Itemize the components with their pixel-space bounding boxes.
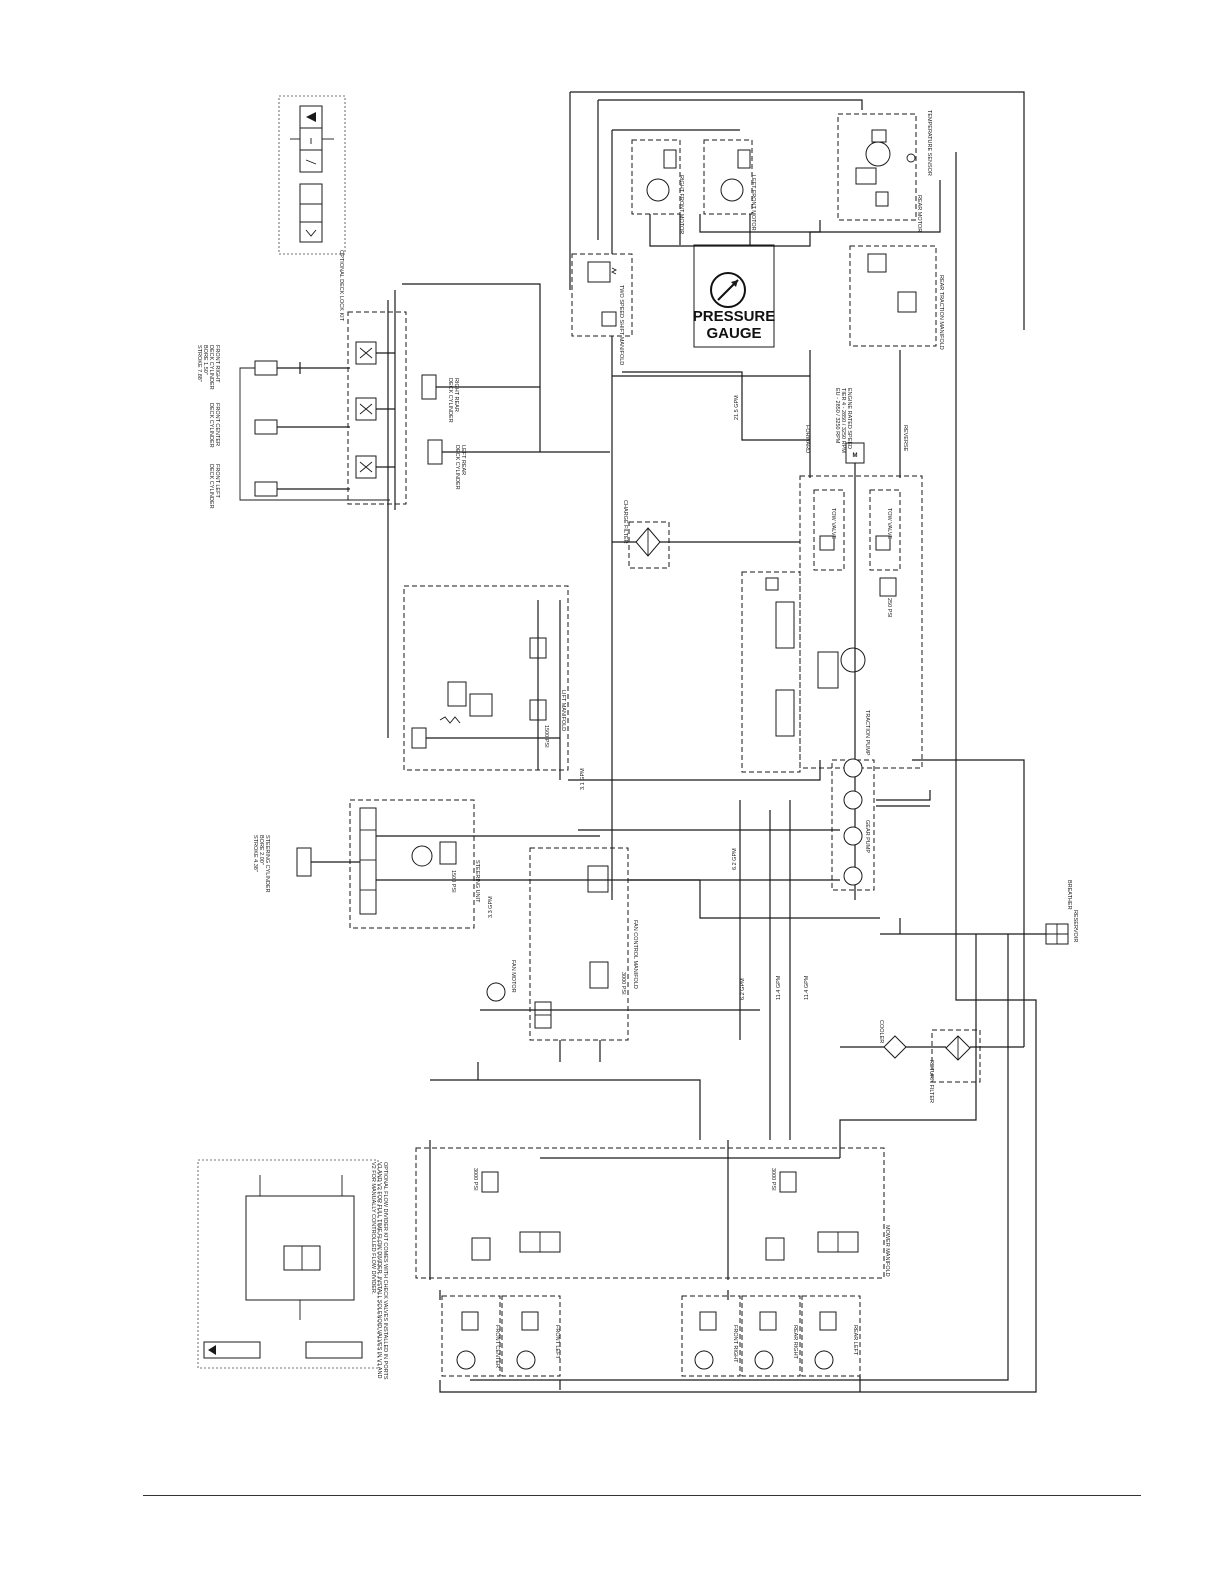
svg-text:1500 PSI: 1500 PSI bbox=[450, 870, 456, 893]
reel-motors: FRONT CENTER FRONT LEFT FRONT RIGHT REAR… bbox=[441, 1295, 861, 1377]
svg-text:FRONT LEFT: FRONT LEFT bbox=[214, 464, 220, 498]
svg-text:REAR MOTOR: REAR MOTOR bbox=[916, 195, 922, 232]
svg-text:1500 PSI: 1500 PSI bbox=[543, 725, 549, 748]
svg-text:OPTIONAL FLOW DIVIDER KIT COME: OPTIONAL FLOW DIVIDER KIT COMES WITH CHE… bbox=[382, 1162, 388, 1380]
svg-text:M: M bbox=[853, 453, 858, 459]
svg-text:MOWER MANIFOLD: MOWER MANIFOLD bbox=[884, 1225, 890, 1277]
svg-text:TRACTION PUMP: TRACTION PUMP bbox=[864, 710, 870, 756]
svg-text:21.5 GPM: 21.5 GPM bbox=[734, 395, 740, 420]
rear-traction-manifold: REAR TRACTION MANIFOLD bbox=[849, 245, 944, 350]
flow-labels: 3.1 GPM 6.2 GPM 3.3 GPM 6.2 GPM 11.4 GPM… bbox=[488, 395, 810, 1000]
svg-text:3000 PSI: 3000 PSI bbox=[770, 1168, 776, 1191]
svg-text:V2 FOR MANUALLY CONTROLLED FLO: V2 FOR MANUALLY CONTROLLED FLOW DIVIDER. bbox=[370, 1162, 376, 1295]
svg-text:ENGINE RATED SPEED: ENGINE RATED SPEED bbox=[846, 388, 852, 449]
svg-text:FRONT RIGHT: FRONT RIGHT bbox=[732, 1325, 738, 1363]
steering-unit: STEERING CYLINDER BORE 2.00" STROKE 4.38… bbox=[252, 799, 600, 929]
lift-manifold: LIFT MANIFOLD 1500 PSI bbox=[403, 585, 569, 780]
svg-text:DECK CYLINDER: DECK CYLINDER bbox=[208, 403, 214, 448]
svg-text:GEAR PUMP: GEAR PUMP bbox=[864, 820, 870, 853]
charge-filter: CHARGE FILTER bbox=[612, 500, 800, 569]
front-deck-cylinders: FRONT RIGHT DECK CYLINDER BORE 1.50" STR… bbox=[196, 345, 390, 509]
optional-flow-divider-kit: OPTIONAL FLOW DIVIDER KIT COMES WITH CHE… bbox=[197, 1159, 388, 1380]
plumbing bbox=[402, 91, 1037, 1393]
svg-text:11.4 GPM: 11.4 GPM bbox=[804, 975, 810, 1000]
svg-text:COOLER: COOLER bbox=[878, 1020, 884, 1043]
svg-text:11.4 GPM: 11.4 GPM bbox=[776, 975, 782, 1000]
pressure-gauge: PRESSURE GAUGE bbox=[693, 244, 776, 348]
svg-text:LEFT REAR: LEFT REAR bbox=[460, 445, 466, 475]
svg-text:RIGHT REAR: RIGHT REAR bbox=[453, 378, 459, 412]
svg-text:BREATHER: BREATHER bbox=[1066, 880, 1072, 910]
pressure-gauge-line1: PRESSURE bbox=[693, 308, 776, 325]
fan-manifold-label: FAN CONTROL MANIFOLD bbox=[632, 920, 638, 989]
svg-text:6.2 GPM: 6.2 GPM bbox=[740, 978, 746, 1000]
steering-cylinder bbox=[296, 847, 312, 877]
svg-text:BORE 2.00": BORE 2.00" bbox=[258, 835, 264, 865]
svg-text:DECK CYLINDER: DECK CYLINDER bbox=[447, 378, 453, 423]
svg-text:RIGHT FRONT MOTOR: RIGHT FRONT MOTOR bbox=[678, 175, 684, 234]
svg-text:TOW VALVE: TOW VALVE bbox=[830, 508, 836, 540]
svg-text:6.2 GPM: 6.2 GPM bbox=[732, 848, 738, 870]
svg-text:REAR LEFT: REAR LEFT bbox=[852, 1325, 858, 1356]
svg-text:DECK CYLINDER: DECK CYLINDER bbox=[454, 445, 460, 490]
svg-text:TEMPERATURE SENSOR: TEMPERATURE SENSOR bbox=[926, 110, 932, 176]
svg-text:FRONT LEFT: FRONT LEFT bbox=[554, 1325, 560, 1359]
svg-text:DECK CYLINDER: DECK CYLINDER bbox=[208, 464, 214, 509]
rear-motor: REAR MOTOR TEMPERATURE SENSOR bbox=[837, 110, 932, 232]
deck-lock-label: OPTIONAL DECK LOCK KIT bbox=[338, 250, 344, 322]
front-right-cylinder bbox=[254, 360, 278, 376]
steering-unit-label: STEERING UNIT bbox=[474, 860, 480, 903]
lift-manifold-label: LIFT MANIFOLD bbox=[560, 690, 566, 731]
svg-text:REAR RIGHT: REAR RIGHT bbox=[792, 1325, 798, 1360]
svg-text:3.3 GPM: 3.3 GPM bbox=[488, 896, 494, 918]
svg-text:BORE 1.50": BORE 1.50" bbox=[202, 345, 208, 375]
front-motors: RIGHT FRONT MOTOR LEFT FRONT MOTOR bbox=[631, 139, 756, 234]
gear-pump: GEAR PUMP bbox=[831, 758, 875, 891]
optional-deck-lock-kit: OPTIONAL DECK LOCK KIT bbox=[278, 95, 346, 322]
svg-text:DECK CYLINDER: DECK CYLINDER bbox=[208, 345, 214, 390]
svg-text:RESERVOIR: RESERVOIR bbox=[1072, 910, 1078, 942]
svg-text:V1 AND V2 FOR FULL TIME FLOW D: V1 AND V2 FOR FULL TIME FLOW DIVIDER. IN… bbox=[376, 1162, 382, 1379]
svg-text:EU - 2850 / 3250 RPM: EU - 2850 / 3250 RPM bbox=[834, 388, 840, 444]
mower-manifold: MOWER MANIFOLD 3000 PSI 3000 PSI bbox=[415, 1140, 890, 1280]
svg-text:CHARGE FILTER: CHARGE FILTER bbox=[622, 500, 628, 544]
svg-text:FAN MOTOR: FAN MOTOR bbox=[510, 960, 516, 993]
svg-text:FRONT CENTER: FRONT CENTER bbox=[214, 403, 220, 446]
svg-text:TWO SPEED SHIFT MANIFOLD: TWO SPEED SHIFT MANIFOLD bbox=[618, 285, 624, 365]
fan-motor bbox=[486, 982, 506, 1002]
svg-text:RETURN FILTER: RETURN FILTER bbox=[928, 1060, 934, 1103]
cooler-and-return-filter: COOLER RETURN FILTER bbox=[840, 1020, 1024, 1103]
svg-text:3000 PSI: 3000 PSI bbox=[620, 972, 626, 995]
svg-text:LEFT FRONT MOTOR: LEFT FRONT MOTOR bbox=[750, 175, 756, 231]
rear-deck-cylinders: RIGHT REAR DECK CYLINDER LEFT REAR DECK … bbox=[421, 374, 610, 490]
fan-control-manifold: FAN CONTROL MANIFOLD FAN MOTOR 3000 PSI bbox=[478, 847, 700, 1062]
pressure-gauge-line2: GAUGE bbox=[706, 325, 761, 342]
two-speed-manifold: TWO SPEED SHIFT MANIFOLD bbox=[571, 253, 633, 365]
svg-text:REVERSE: REVERSE bbox=[902, 425, 908, 452]
front-left-cylinder bbox=[254, 481, 278, 497]
front-center-cylinder bbox=[254, 419, 278, 435]
svg-text:3000 PSI: 3000 PSI bbox=[472, 1168, 478, 1191]
svg-text:TOW VALVE: TOW VALVE bbox=[886, 508, 892, 540]
deck-flow-manifold bbox=[347, 290, 407, 738]
svg-text:TIER 4 - 2850 / 3250 RPM: TIER 4 - 2850 / 3250 RPM bbox=[840, 388, 846, 453]
svg-text:3.1 GPM: 3.1 GPM bbox=[580, 768, 586, 790]
reservoir: BREATHER RESERVOIR bbox=[880, 880, 1078, 945]
svg-text:FORWARD: FORWARD bbox=[804, 425, 810, 453]
svg-text:REAR TRACTION MANIFOLD: REAR TRACTION MANIFOLD bbox=[938, 275, 944, 350]
svg-text:STROKE 4.38": STROKE 4.38" bbox=[252, 835, 258, 872]
svg-text:250 PSI: 250 PSI bbox=[886, 598, 892, 618]
engine-and-traction-pump: M ENGINE RATED SPEED TIER 4 - 2850 / 325… bbox=[741, 350, 923, 900]
svg-text:FRONT RIGHT: FRONT RIGHT bbox=[214, 345, 220, 383]
svg-text:FRONT CENTER: FRONT CENTER bbox=[494, 1325, 500, 1368]
page-footer-rule bbox=[143, 1495, 1141, 1496]
svg-text:STEERING CYLINDER: STEERING CYLINDER bbox=[264, 835, 270, 892]
svg-text:STROKE 7.88": STROKE 7.88" bbox=[196, 345, 202, 382]
